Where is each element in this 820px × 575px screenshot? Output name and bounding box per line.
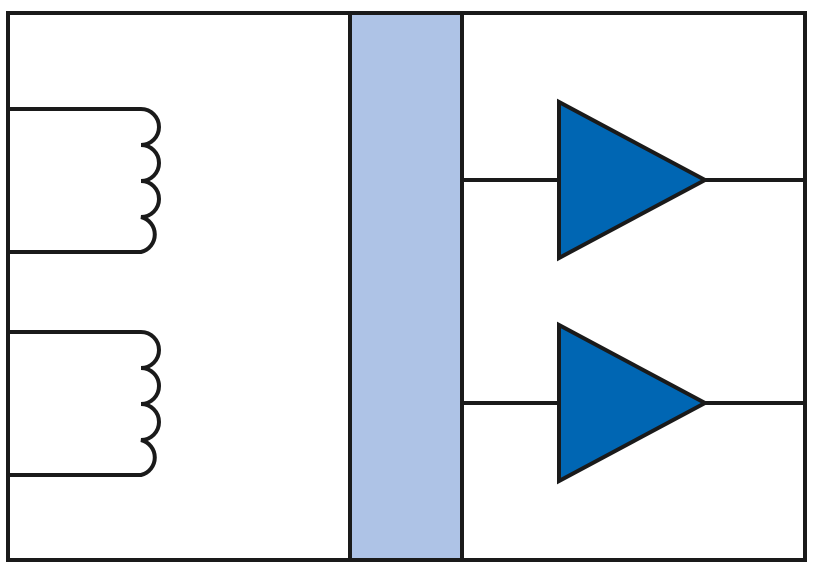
amplifier-top	[557, 98, 710, 262]
amplifier-bottom	[557, 321, 710, 485]
isolation-barrier	[348, 11, 464, 562]
coil-top	[10, 107, 161, 254]
coil-bottom	[10, 330, 161, 477]
